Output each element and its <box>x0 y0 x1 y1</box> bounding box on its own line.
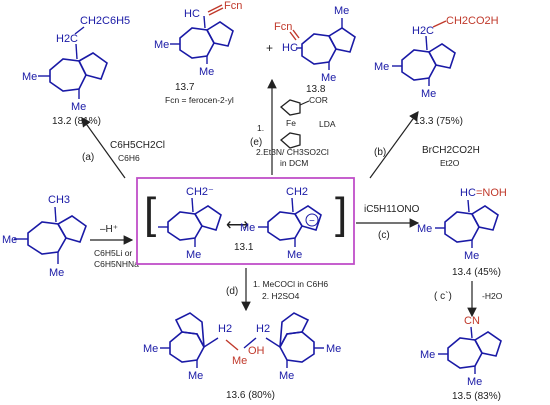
step-d-1: 1. MeCOCl in C6H6 <box>253 279 328 289</box>
methyl-label: Me <box>464 250 479 262</box>
fcn-group: Fcn <box>274 21 292 33</box>
h2-group: H2 <box>256 323 270 335</box>
methyl-label: Me <box>279 370 294 382</box>
methyl-label: Me <box>240 222 255 234</box>
step-c-reagent: iC5H11ONO <box>364 204 420 215</box>
arrow-b <box>369 111 419 179</box>
compound-13-2: H2C CH2C6H5 Me Me <box>22 15 130 113</box>
step-e-2: 2.Et3N/ CH3SO2Cl <box>256 147 329 157</box>
ch2co2h-group: CH2CO2H <box>446 15 499 27</box>
ch2-minus-group: CH2⁻ <box>186 186 214 198</box>
starting-azulene: CH3 Me Me <box>2 194 87 279</box>
ch2c6h5-group: CH2C6H5 <box>80 15 130 27</box>
anion-box <box>136 177 355 265</box>
methyl-label: Me <box>71 101 86 113</box>
step-c-prime-reagent: -H2O <box>482 291 503 301</box>
h2c-group: H2C <box>56 33 78 45</box>
hc-group: HC <box>460 187 476 199</box>
methyl-label: Me <box>154 39 169 51</box>
step-e-label: (e) <box>250 137 262 148</box>
lda-label: LDA <box>319 119 336 129</box>
methyl-label: Me <box>417 223 432 235</box>
compound-13-7-label: 13.7 <box>175 82 195 93</box>
fe-label: Fe <box>286 118 296 128</box>
compound-13-4: HC =NOH Me Me <box>417 187 507 262</box>
compound-13-4-label: 13.4 (45%) <box>452 267 501 278</box>
compound-13-5: CN Me Me <box>420 315 502 388</box>
step-a-solvent: C6H6 <box>118 153 140 163</box>
compound-13-7: HC Fcn Me Me <box>154 0 242 78</box>
methyl-label: Me <box>374 61 389 73</box>
compound-13-6: Me Me H2 Me OH H2 Me Me <box>143 312 341 382</box>
step-e-solvent: in DCM <box>280 158 308 168</box>
fcn-definition: Fcn = ferocen-2-yl <box>165 95 234 105</box>
methyl-label: Me <box>321 72 336 84</box>
anion-structure-1: CH2⁻ Me <box>158 186 222 261</box>
arrow-a <box>81 117 126 179</box>
methyl-label: Me <box>186 249 201 261</box>
ch3-group: CH3 <box>48 194 70 206</box>
compound-13-2-label: 13.2 (81%) <box>52 116 101 127</box>
anion-structure-2: − CH2 Me Me <box>240 186 322 261</box>
compound-13-8: Fcn HC Me Me <box>274 5 356 84</box>
oxime-group: =NOH <box>476 187 507 199</box>
compound-13-1-label: 13.1 <box>234 242 254 253</box>
methyl-label: Me <box>232 355 247 367</box>
methyl-label: Me <box>199 66 214 78</box>
methyl-label: Me <box>2 234 17 246</box>
step-e-1: 1. <box>257 123 264 133</box>
compound-13-6-label: 13.6 (80%) <box>226 390 275 401</box>
fcn-group: Fcn <box>224 0 242 12</box>
h2c-group: H2C <box>412 25 434 37</box>
step-b-solvent: Et2O <box>440 158 460 168</box>
base-label-2: C6H5NHNa <box>94 259 139 269</box>
hc-group: HC <box>282 42 298 54</box>
compound-13-3: H2C CH2CO2H Me Me <box>374 15 499 100</box>
bracket-left: [ <box>144 189 156 238</box>
step-c-prime-label: ( c`) <box>434 290 452 302</box>
bracket-right: ] <box>335 189 347 238</box>
carbanion-charge <box>305 213 319 227</box>
h2-group: H2 <box>218 323 232 335</box>
methyl-label: Me <box>188 370 203 382</box>
cn-group: CN <box>464 315 480 327</box>
step-b-label: (b) <box>374 147 386 158</box>
step-d-label: (d) <box>226 286 238 297</box>
compound-13-8-label: 13.8 <box>306 84 326 95</box>
step-b-reagent: BrCH2CO2H <box>422 145 480 156</box>
hc-group: HC <box>184 8 200 20</box>
ferrocene-aldehyde: COR Fe <box>279 95 328 149</box>
oh-group: OH <box>248 345 265 357</box>
minus-h-label: –H⁺ <box>100 224 118 235</box>
step-c-label: (c) <box>378 230 390 241</box>
base-label-1: C6H5Li or <box>94 248 132 258</box>
svg-text:−: − <box>309 216 315 227</box>
methyl-label: Me <box>421 88 436 100</box>
methyl-label: Me <box>143 343 158 355</box>
ch2-group: CH2 <box>286 186 308 198</box>
methyl-label: Me <box>467 376 482 388</box>
step-a-reagent: C6H5CH2Cl <box>110 140 165 151</box>
resonance-arrow: ⟷ <box>226 217 249 234</box>
methyl-label: Me <box>326 343 341 355</box>
step-a-label: (a) <box>82 152 94 163</box>
methyl-label: Me <box>334 5 349 17</box>
step-d-2: 2. H2SO4 <box>262 291 300 301</box>
methyl-label: Me <box>420 349 435 361</box>
compound-13-5-label: 13.5 (83%) <box>452 391 501 402</box>
methyl-label: Me <box>287 249 302 261</box>
methyl-label: Me <box>49 267 64 279</box>
methyl-label: Me <box>22 71 37 83</box>
plus-sign: + <box>266 41 273 55</box>
cor-group: COR <box>309 95 328 105</box>
compound-13-3-label: 13.3 (75%) <box>414 116 463 127</box>
